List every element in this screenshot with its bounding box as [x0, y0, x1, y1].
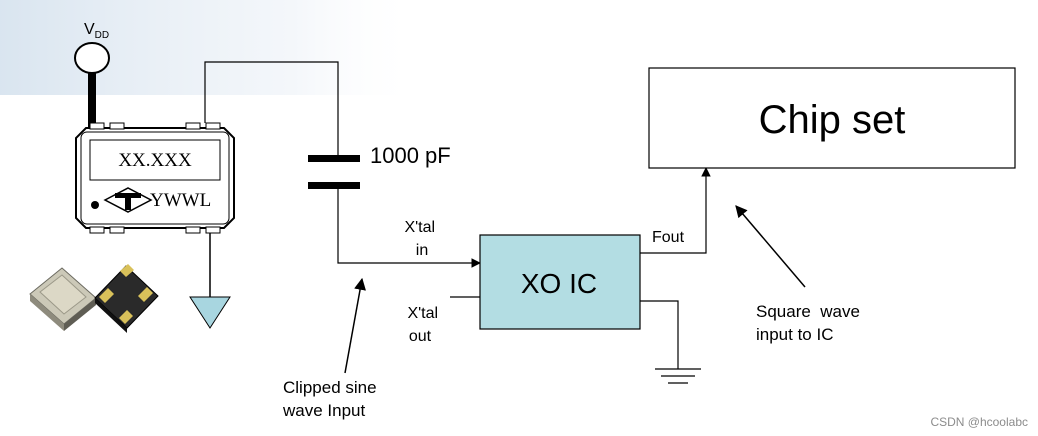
fout-label: Fout [652, 229, 685, 246]
oscillator-ground [189, 233, 231, 329]
vdd-label: VDD [84, 21, 109, 41]
package-pins [89, 122, 221, 234]
coupling-capacitor: 1000 pF [308, 143, 451, 189]
manufacturer-logo-icon [103, 187, 153, 213]
chip-set-label: Chip set [759, 98, 906, 142]
vdd-supply: VDD [74, 21, 110, 128]
xo-ic: XO IC [479, 234, 641, 330]
xtal-out-label: X'tal out [407, 305, 442, 345]
xo-ic-label: XO IC [521, 268, 597, 299]
pin1-dot [91, 201, 99, 209]
crystal-oscillator-package: XX.XXX YWWL [75, 122, 235, 234]
oscillator-output-wire [204, 61, 339, 158]
square-wave-arrow [735, 205, 806, 288]
smd-crystal-photo [29, 264, 159, 333]
header-background [0, 0, 420, 95]
capacitor-label: 1000 pF [370, 143, 451, 168]
xtal-in-label: X'tal in [404, 219, 439, 259]
oscillator-frequency-marking: XX.XXX [118, 150, 192, 171]
clipped-sine-arrow [344, 277, 366, 374]
xo-ic-ground [640, 300, 701, 384]
chip-set: Chip set [648, 67, 1016, 169]
fout-wire [640, 167, 711, 254]
watermark: CSDN @hcoolabc [930, 415, 1028, 429]
xtal-in-wire [337, 189, 481, 268]
oscillator-date-code: YWWL [150, 190, 211, 211]
clipped-sine-label: Clipped sine wave Input [282, 378, 381, 420]
square-wave-label: Square wave input to IC [756, 302, 865, 344]
